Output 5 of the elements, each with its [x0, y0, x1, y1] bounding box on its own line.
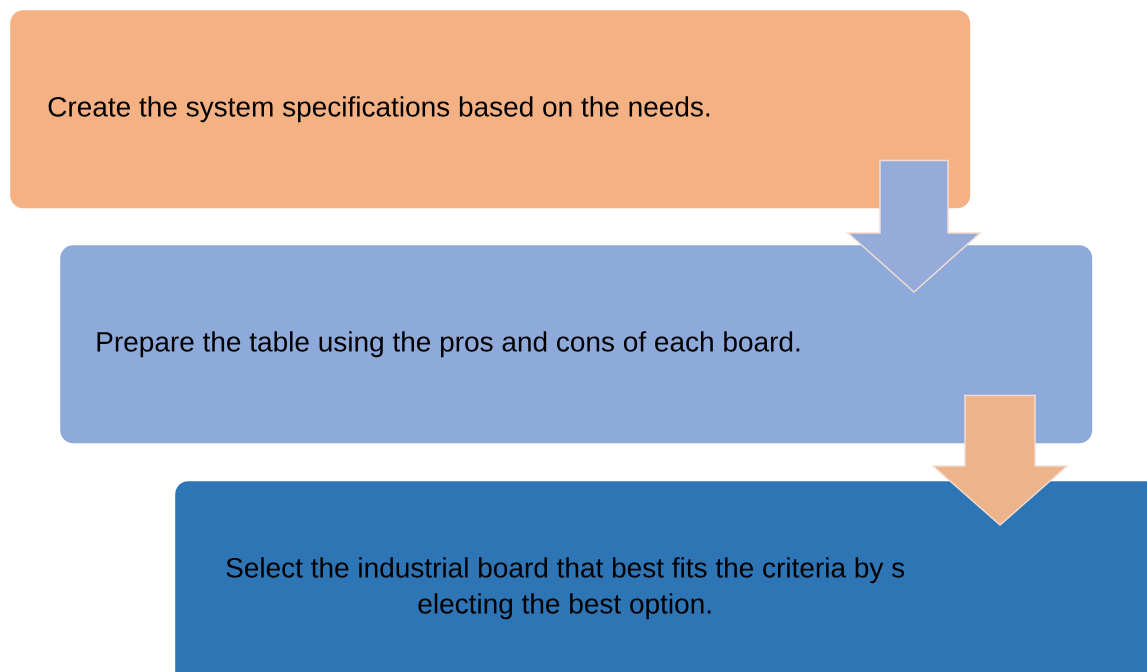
process-box: Prepare the table using the pros and cons of each board.: [60, 245, 1093, 444]
process-box: Create the system specifications based on the needs.: [10, 10, 971, 209]
block-arrow: [846, 159, 982, 293]
block-arrow: [931, 394, 1069, 526]
process-box: Select the industrial board that best fits the criteria by s electing the best option.: [175, 481, 1147, 672]
